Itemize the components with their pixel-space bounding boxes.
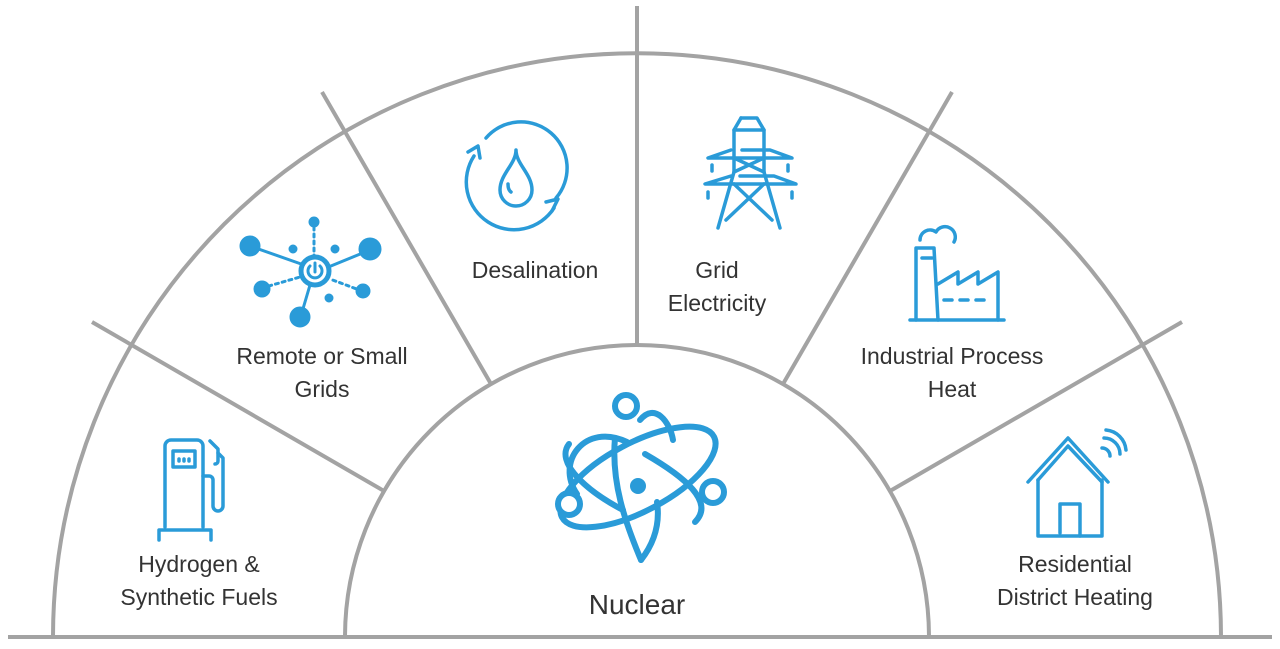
transmission-tower-icon — [700, 110, 800, 235]
atom-icon — [545, 382, 730, 567]
divider-60-right — [781, 90, 954, 386]
smart-house-icon — [1024, 428, 1129, 543]
fuel-pump-icon — [155, 434, 245, 544]
inner-arc — [343, 343, 931, 638]
label-grid-electricity: Grid Electricity — [667, 257, 767, 316]
divider-30-left — [90, 320, 386, 493]
divider-30-right — [888, 320, 1184, 493]
label-desalination: Desalination — [471, 257, 599, 283]
water-recycle-icon — [456, 120, 569, 234]
label-hydrogen: Hydrogen & Synthetic Fuels — [120, 551, 278, 610]
center-label-nuclear: Nuclear — [588, 589, 686, 620]
factory-icon — [908, 212, 1008, 327]
network-power-icon — [234, 213, 384, 328]
label-district-heating: Residential District Heating — [997, 551, 1153, 610]
divider-60-left — [320, 90, 493, 386]
label-industrial-heat: Industrial Process Heat — [860, 343, 1044, 402]
label-remote-grids: Remote or Small Grids — [236, 343, 408, 402]
